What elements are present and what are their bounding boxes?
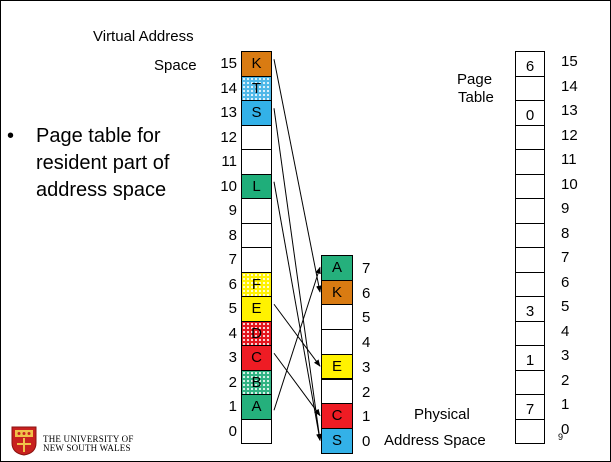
virtual-page-cell: C [241, 345, 272, 371]
virtual-page-number: 10 [220, 177, 237, 195]
virtual-page-number: 12 [220, 128, 237, 146]
virtual-page-number: 1 [228, 398, 237, 415]
mapping-arrow [273, 266, 321, 411]
physical-frame-number: 0 [362, 432, 371, 450]
slide-number: 9 [558, 432, 564, 442]
physical-frame-cell: E [321, 353, 353, 380]
physical-frame-number: 5 [362, 309, 371, 327]
unsw-logo [11, 426, 37, 456]
page-table-index: 9 [561, 200, 570, 217]
mapping-arrow [273, 303, 321, 367]
virtual-page-cell [241, 418, 272, 444]
page-table-index: 14 [561, 77, 578, 95]
virtual-page-cell: S [241, 100, 272, 126]
virtual-page-cell: L [241, 173, 272, 199]
page-table-entry [515, 418, 545, 444]
virtual-page-number: 0 [228, 422, 237, 440]
virtual-page-number: 14 [220, 79, 237, 97]
physical-frame-number: 3 [362, 358, 371, 376]
virtual-page-cell: D [241, 320, 272, 346]
page-table-title-line1: Page [457, 71, 493, 88]
virtual-page-cell: A [241, 394, 272, 420]
physical-title-line1: Physical [414, 406, 470, 423]
physical-frame-cell: A [321, 255, 353, 281]
page-table-index: 2 [561, 371, 570, 389]
virtual-page-number: 13 [220, 104, 237, 121]
bullet-line-2: resident part of [36, 152, 170, 174]
page-table-index: 3 [561, 347, 570, 364]
virtual-page-cell: F [241, 271, 272, 297]
physical-title-line2: Address Space [384, 432, 486, 449]
virtual-page-number: 5 [228, 300, 237, 317]
page-table-index: 15 [561, 53, 578, 70]
virtual-page-number: 6 [228, 275, 237, 293]
bullet-marker: • [7, 125, 15, 147]
page-table-index: 12 [561, 126, 578, 144]
virtual-page-number: 8 [228, 226, 237, 244]
virtual-page-number: 15 [220, 55, 237, 72]
virtual-page-number: 11 [221, 153, 237, 170]
virtual-address-title-line1: Virtual Address [93, 28, 194, 45]
virtual-page-number: 9 [228, 202, 237, 219]
page-table-index: 0 [561, 420, 570, 438]
page-table-index: 13 [561, 102, 578, 119]
mapping-arrow [273, 108, 322, 441]
virtual-page-number: 2 [228, 373, 237, 391]
physical-frame-number: 1 [362, 408, 371, 426]
page-table-index: 4 [561, 322, 570, 340]
page-table-index: 7 [561, 249, 570, 266]
logo-text-line1: THE UNIVERSITY OF [43, 434, 134, 444]
page-table-index: 11 [561, 151, 577, 168]
page-table-index: 10 [561, 175, 578, 193]
page-table-index: 8 [561, 224, 570, 242]
virtual-page-cell: B [241, 369, 272, 395]
physical-frame-number: 7 [362, 260, 371, 277]
logo-text-line2: NEW SOUTH WALES [43, 443, 131, 453]
bullet-line-1: Page table for [36, 125, 161, 147]
physical-frame-number: 2 [362, 383, 371, 401]
page-table-title-line2: Table [458, 89, 494, 106]
page-table-index: 1 [561, 396, 570, 413]
virtual-page-number: 7 [228, 251, 237, 268]
physical-frame-cell: S [321, 427, 353, 454]
virtual-address-title-line2: Space [154, 57, 197, 74]
physical-frame-number: 4 [362, 334, 371, 352]
mapping-arrow [273, 181, 322, 441]
bullet-line-3: address space [36, 179, 167, 201]
unsw-crest-icon [11, 426, 37, 456]
virtual-page-number: 4 [228, 324, 237, 342]
page-table-index: 6 [561, 273, 570, 291]
mapping-arrow [273, 352, 321, 417]
virtual-page-number: 3 [228, 349, 237, 366]
physical-frame-number: 6 [362, 284, 371, 302]
page-table-index: 5 [561, 298, 570, 315]
mapping-arrow [273, 59, 322, 293]
